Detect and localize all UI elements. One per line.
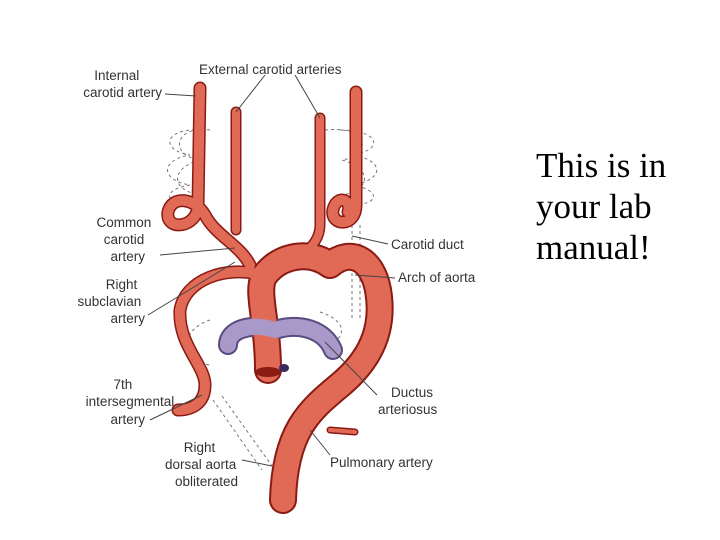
aorta-lumen — [255, 367, 281, 377]
note-line: This is in — [536, 146, 667, 185]
label-right-subclavian: Right subclavian artery — [77, 277, 145, 326]
label-carotid-duct: Carotid duct — [391, 237, 464, 252]
label-ductus-arteriosus: Ductus arteriosus — [378, 385, 438, 417]
diagram-labels: Internal carotid artery External carotid… — [77, 62, 475, 489]
lab-manual-note: This is in your lab manual! — [536, 145, 716, 268]
arteries-fill — [162, 83, 392, 512]
label-dorsal-aorta: Right dorsal aorta obliterated — [165, 440, 240, 489]
label-pulmonary-artery: Pulmonary artery — [330, 455, 433, 470]
label-internal-carotid: Internal carotid artery — [83, 68, 162, 100]
note-line: your lab — [536, 187, 652, 226]
label-external-carotid: External carotid arteries — [199, 62, 342, 77]
label-common-carotid: Common carotid artery — [96, 215, 155, 264]
label-intersegmental: 7th intersegmental artery — [86, 377, 178, 427]
ductus-lumen — [279, 364, 289, 372]
leader-lines — [147, 74, 396, 467]
note-line: manual! — [536, 228, 651, 267]
label-arch-of-aorta: Arch of aorta — [398, 270, 476, 285]
